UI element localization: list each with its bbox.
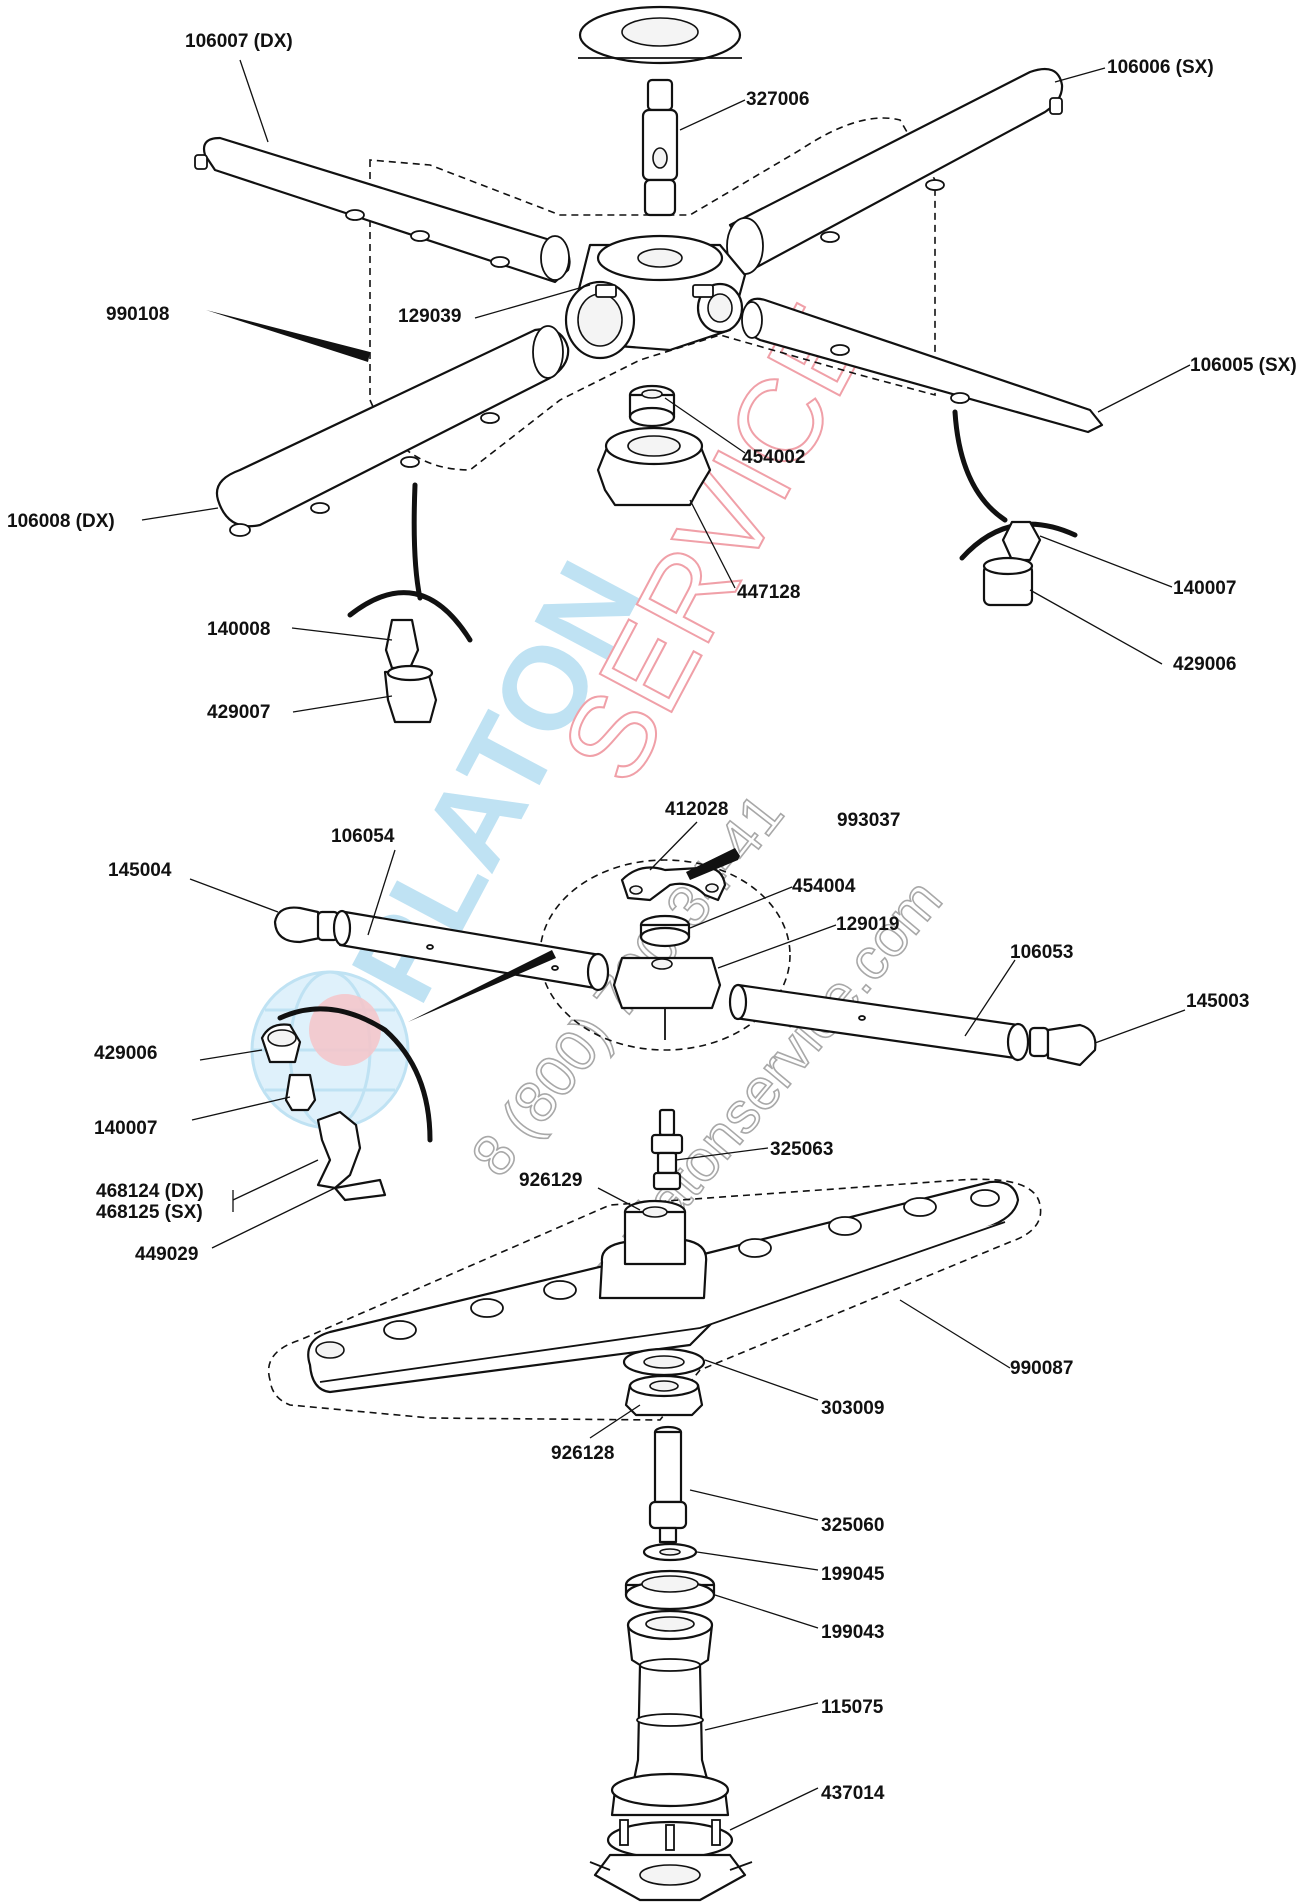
- label-993037: 993037: [837, 810, 900, 831]
- group-outline-993037: [539, 859, 791, 1051]
- arm-106008: [215, 325, 570, 537]
- washer-199045: [642, 1542, 698, 1562]
- nut-926128: [624, 1374, 704, 1417]
- hub-129039: [564, 234, 747, 360]
- label-437014: 437014: [821, 1783, 885, 1804]
- label-454002: 454002: [742, 447, 805, 468]
- nut-447128: [596, 426, 712, 507]
- label-303009: 303009: [821, 1398, 884, 1419]
- hub-129019: [612, 956, 722, 1040]
- base-437014: [589, 1772, 753, 1902]
- label-140007-middle: 140007: [94, 1118, 157, 1139]
- label-468125: 468125 (SX): [96, 1202, 203, 1223]
- lower-spray-arm-assembly: 325063 926129 990087 303009 926128 32506…: [267, 1108, 1073, 1902]
- label-449029: 449029: [135, 1244, 198, 1265]
- leader-lines-lower: [589, 1147, 1011, 1831]
- label-199043: 199043: [821, 1622, 884, 1643]
- label-926128: 926128: [551, 1443, 614, 1464]
- label-106008: 106008 (DX): [7, 511, 115, 532]
- label-429006-middle: 429006: [94, 1043, 157, 1064]
- arm-106005: [741, 297, 1104, 434]
- label-140008: 140008: [207, 619, 270, 640]
- label-454004: 454004: [792, 876, 856, 897]
- label-145003: 145003: [1186, 991, 1249, 1012]
- spray-arm-990087: [307, 1180, 1020, 1394]
- valve-325063: [650, 1108, 684, 1191]
- label-429006-top: 429006: [1173, 654, 1236, 675]
- arm-106007: [194, 136, 571, 284]
- label-990087: 990087: [1010, 1358, 1073, 1379]
- leader-lines-middle: [189, 821, 1186, 1249]
- label-447128: 447128: [737, 582, 800, 603]
- label-412028: 412028: [665, 799, 728, 820]
- nozzle-detail-left: [347, 482, 473, 724]
- nozzle-145003: [1028, 1023, 1097, 1067]
- ring-199043: [624, 1569, 716, 1611]
- label-115075: 115075: [821, 1697, 884, 1718]
- label-140007-top: 140007: [1173, 578, 1236, 599]
- shaft-325060: [648, 1425, 688, 1544]
- label-926129: 926129: [519, 1170, 582, 1191]
- label-129019: 129019: [836, 914, 899, 935]
- label-468124: 468124 (DX): [96, 1181, 204, 1202]
- arm-106006: [726, 67, 1064, 275]
- label-106054: 106054: [331, 826, 395, 847]
- label-327006: 327006: [746, 89, 809, 110]
- label-106005: 106005 (SX): [1190, 355, 1297, 376]
- cap-454004: [639, 914, 691, 948]
- nozzle-detail-middle: [260, 950, 556, 1202]
- cap-454002: [628, 384, 676, 428]
- label-106007: 106007 (DX): [185, 31, 293, 52]
- body-115075: [626, 1609, 714, 1792]
- label-429007: 429007: [207, 702, 270, 723]
- nozzle-detail-right: [952, 409, 1078, 607]
- label-145004: 145004: [108, 860, 172, 881]
- washer-303009: [622, 1347, 706, 1377]
- upper-spray-arm-assembly: 106007 (DX) 106006 (SX) 327006 990108 12…: [7, 5, 1297, 724]
- label-106006: 106006 (SX): [1107, 57, 1214, 78]
- leader-lines-top: [141, 59, 1191, 713]
- label-325060: 325060: [821, 1515, 884, 1536]
- flange-top: [578, 5, 742, 65]
- pin-327006: [641, 78, 679, 217]
- tube-106053: [728, 983, 1030, 1062]
- label-990108: 990108: [106, 304, 169, 325]
- label-199045: 199045: [821, 1564, 885, 1585]
- nozzle-145004: [273, 906, 340, 944]
- tube-106054: [332, 909, 610, 992]
- label-106053: 106053: [1010, 942, 1073, 963]
- label-325063: 325063: [770, 1139, 833, 1160]
- tube-arm-assembly: 412028 993037 106054 145004 454004 12901…: [94, 799, 1249, 1265]
- label-129039: 129039: [398, 306, 461, 327]
